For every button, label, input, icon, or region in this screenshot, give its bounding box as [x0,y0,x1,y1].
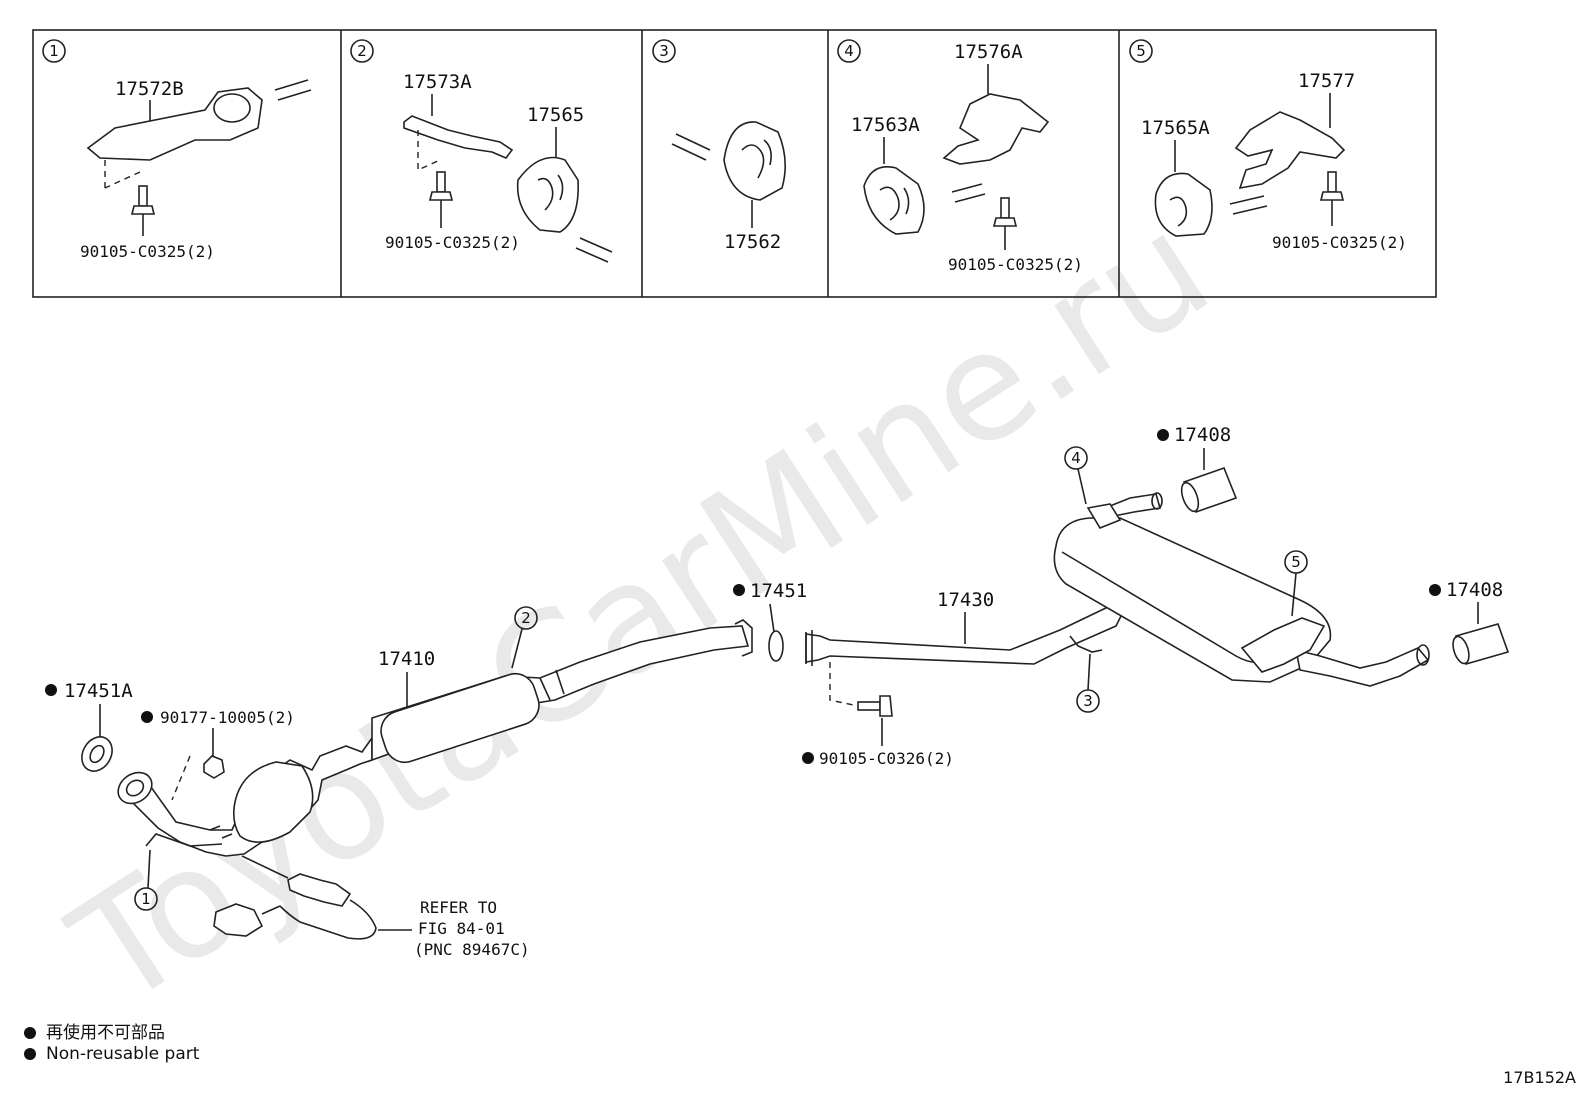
label-17410: 17410 [378,648,435,670]
part-label: 90105-C0325(2) [80,242,215,261]
part-label: 17562 [724,231,781,253]
part-label: 90105-C0325(2) [948,255,1083,274]
panel-4: 4 17576A 17563A 90105-C0325(2) [837,39,1083,274]
hanger-17562 [723,121,786,201]
part-label: 17565 [527,104,584,126]
panel-2: 2 17573A 17565 90105-C0325(2) [350,39,613,263]
hanger-17565 [516,156,579,233]
part-label: 90105-C0325(2) [385,233,520,252]
legend-item-jp: 再使用不可部品 [24,1018,165,1043]
label-90177-10005: 90177-10005(2) [160,708,295,727]
hanger-17565A [1154,172,1213,237]
nut [203,755,225,779]
part-label: 17576A [954,41,1023,63]
bracket-17573A [403,115,514,159]
panel-number: 2 [357,42,367,60]
bolt [428,171,454,201]
legend-text: 再使用不可部品 [46,1023,165,1043]
part-label: 17572B [115,78,184,100]
callout-5: 5 [1291,553,1301,571]
panel-5: 5 17577 17565A 90105-C0325(2) [1129,39,1407,252]
refer-line-3: (PNC 89467C) [414,940,530,959]
callout-4: 4 [1071,449,1081,467]
label-17451A: 17451A [64,680,133,702]
main-assembly: 17451A 90177-10005(2) 17410 2 17451 [45,424,1510,959]
bracket-17576A [942,93,1050,165]
tail-pipe-17430 [805,605,1126,665]
o2-sensor [287,873,352,907]
gasket-17451 [768,630,784,662]
panel-number: 1 [49,42,59,60]
label-17408-top: 17408 [1174,424,1231,446]
sensor-connector [213,903,264,937]
bullet-icon [24,1048,36,1060]
part-label: 17563A [851,114,920,136]
panel-number: 5 [1136,42,1146,60]
label-17430: 17430 [937,589,994,611]
bolt-90105-C0326 [857,695,893,717]
legend-item-en: Non-reusable part [24,1044,199,1064]
refer-line-1: REFER TO [420,898,497,917]
callout-3: 3 [1083,692,1093,710]
hanger-17563A [863,166,925,235]
legend-text: Non-reusable part [46,1044,200,1064]
bolt [130,185,156,215]
figure-code: 17B152A [1503,1068,1576,1087]
panel-1: 1 17572B 90105-C0325(2) [42,39,312,261]
callout-2: 2 [521,609,531,627]
panel-number: 4 [844,42,854,60]
catalytic-converter [232,761,314,843]
panel-grid [32,29,1437,298]
gasket-17451A [81,736,113,772]
part-label: 17565A [1141,117,1210,139]
label-17451: 17451 [750,580,807,602]
callout-1: 1 [141,890,151,908]
bracket-17577 [1234,111,1346,190]
refer-line-2: FIG 84-01 [418,919,505,938]
part-label: 17573A [403,71,472,93]
panel-number: 3 [659,42,669,60]
label-17408-right: 17408 [1446,579,1503,601]
bolt [1319,171,1345,201]
label-90105-C0326: 90105-C0326(2) [819,749,954,768]
part-label: 90105-C0325(2) [1272,233,1407,252]
panel-3: 3 17562 [652,39,786,253]
part-label: 17577 [1298,70,1355,92]
bolt [992,197,1018,227]
bullet-icon [24,1027,36,1039]
